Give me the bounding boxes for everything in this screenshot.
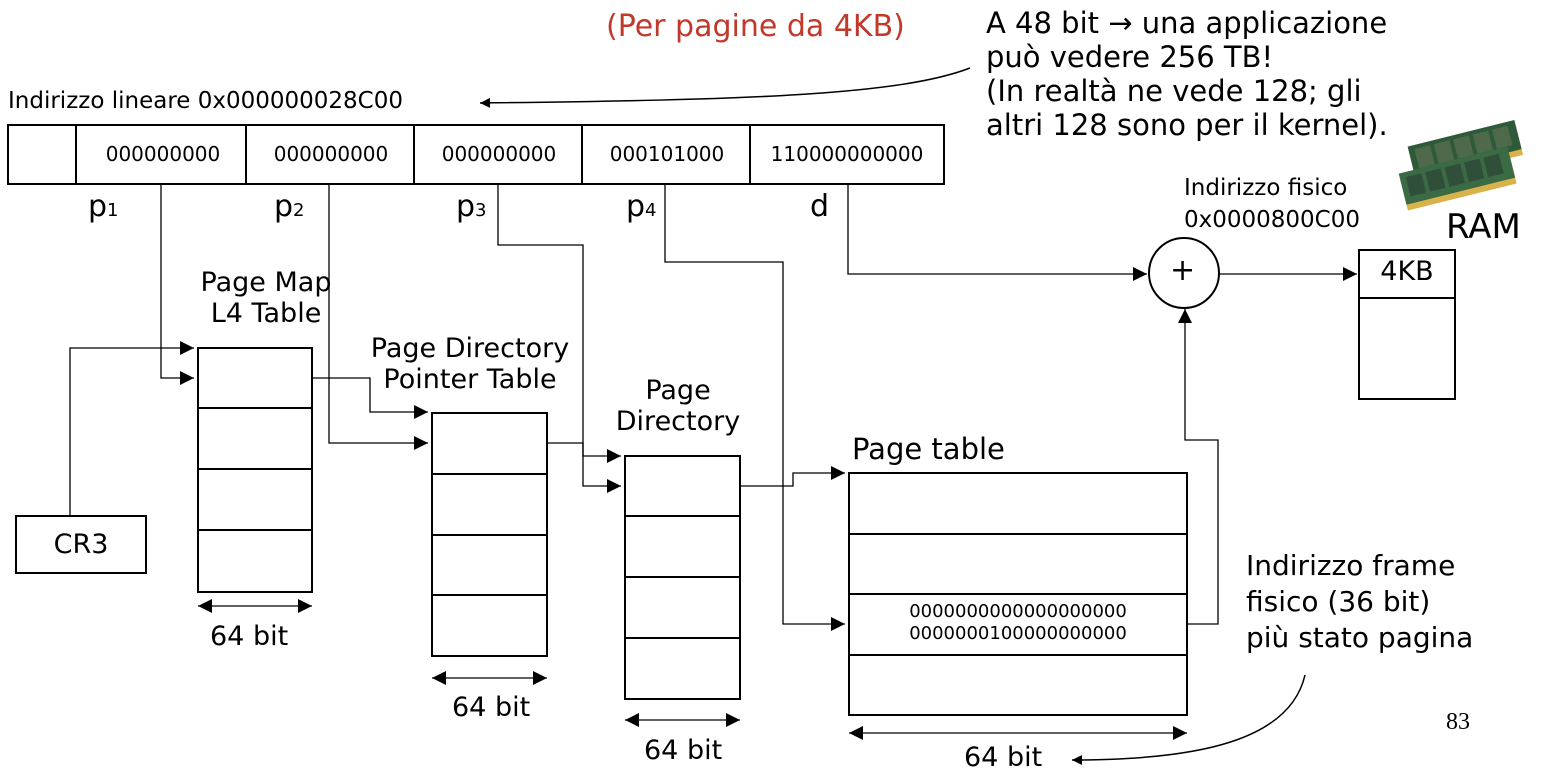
field-d-value: 110000000000 — [770, 142, 924, 166]
p4-label: p4 — [626, 192, 657, 222]
ram-label: RAM — [1446, 207, 1521, 247]
frame-note-pointer-arrow — [1071, 674, 1306, 765]
cr3-box — [15, 515, 147, 574]
p3-label: p3 — [456, 192, 487, 222]
pml4-title-line: L4 Table — [210, 298, 322, 329]
note-pointer-arrow — [479, 67, 971, 108]
p1-sub: 1 — [107, 200, 119, 221]
note-line: (In realtà ne vede 128; gli — [986, 74, 1362, 108]
pdpt-title-line: Pointer Table — [383, 364, 557, 395]
frame-note-line: più stato pagina — [1246, 621, 1474, 654]
linear-address-label: Indirizzo lineare 0x000000028C00 — [8, 88, 404, 114]
pd-table — [624, 455, 741, 700]
pd-title: Page Directory — [608, 375, 748, 437]
pdpt-to-pd-arrow — [547, 442, 621, 463]
p3-sub: 3 — [475, 200, 487, 221]
physical-address-label: Indirizzo fisico 0x0000800C00 — [1184, 172, 1360, 236]
frame-note-line: Indirizzo frame — [1246, 549, 1456, 582]
field-p1-value: 000000000 — [105, 142, 221, 166]
ram-page-label: 4KB — [1380, 256, 1434, 287]
pt-entry-line: 0000000000000000000 — [909, 601, 1127, 622]
p2-label: p2 — [274, 192, 305, 222]
pml4-to-pdpt-arrow — [312, 377, 428, 419]
p1-label: p1 — [88, 192, 119, 222]
field-p3-value: 000000000 — [441, 142, 557, 166]
pt-entry-line: 0000000100000000000 — [909, 623, 1127, 644]
pml4-title: Page Map L4 Table — [196, 267, 336, 329]
physical-address-value: 0x0000800C00 — [1184, 207, 1361, 233]
p2-sub: 2 — [293, 200, 305, 221]
pml4-title-line: Page Map — [200, 267, 332, 298]
d-arrow — [847, 184, 1147, 281]
p4-arrow — [664, 184, 845, 631]
pdpt-table — [431, 412, 548, 657]
note-line: può vedere 256 TB! — [986, 40, 1274, 74]
pd-to-pt-arrow — [740, 466, 845, 487]
p2-arrow — [328, 184, 428, 450]
p3-letter: p — [456, 189, 476, 224]
p4-letter: p — [626, 189, 646, 224]
cr3-label: CR3 — [53, 529, 109, 560]
physical-address-title: Indirizzo fisico — [1184, 175, 1348, 201]
p3-arrow — [497, 184, 621, 493]
frame-note: Indirizzo frame fisico (36 bit) più stat… — [1246, 548, 1473, 656]
p1-letter: p — [88, 189, 108, 224]
p1-arrow — [160, 184, 194, 385]
pml4-table — [197, 347, 313, 593]
pd-title-line: Page — [645, 375, 711, 406]
p4-sub: 4 — [645, 200, 657, 221]
pdpt-title-line: Page Directory — [370, 333, 570, 364]
pd-title-line: Directory — [615, 406, 741, 437]
frame-note-line: fisico (36 bit) — [1246, 585, 1431, 618]
adder-symbol: + — [1170, 253, 1196, 288]
pdpt-width-label: 64 bit — [452, 692, 531, 723]
adder-circle — [1148, 237, 1220, 309]
frame-to-adder-arrow — [1178, 309, 1219, 625]
page-table — [848, 472, 1188, 716]
pt-width-label: 64 bit — [964, 742, 1043, 773]
pd-width-label: 64 bit — [644, 735, 723, 766]
field-p4-value: 000101000 — [609, 142, 725, 166]
subtitle: (Per pagine da 4KB) — [606, 9, 905, 44]
p2-letter: p — [274, 189, 294, 224]
field-p2-value: 000000000 — [273, 142, 389, 166]
linear-address-register — [7, 124, 945, 185]
page-number: 83 — [1446, 709, 1470, 735]
pt-entry-value: 0000000000000000000 0000000100000000000 — [849, 601, 1187, 645]
note-line: altri 128 sono per il kernel). — [986, 108, 1388, 142]
note-line: A 48 bit → una applicazione — [986, 6, 1388, 40]
cr3-arrow — [69, 341, 194, 516]
pdpt-title: Page Directory Pointer Table — [360, 333, 580, 395]
pt-title: Page table — [852, 432, 1005, 466]
ram-module-icon — [1398, 119, 1524, 211]
d-label: d — [810, 189, 830, 224]
note-48bit: A 48 bit → una applicazione può vedere 2… — [986, 6, 1388, 142]
pml4-width-label: 64 bit — [210, 621, 289, 652]
ram-box — [1358, 249, 1456, 400]
